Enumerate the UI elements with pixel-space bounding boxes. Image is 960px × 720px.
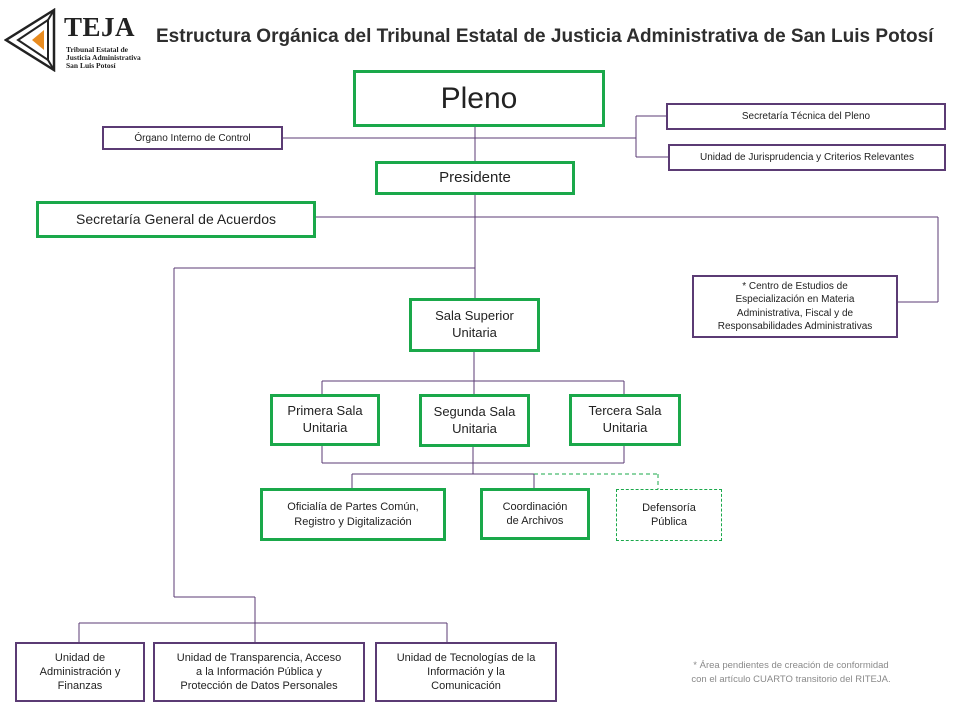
node-secretaria-general: Secretaría General de Acuerdos — [36, 201, 316, 238]
footnote: * Área pendientes de creación de conform… — [691, 660, 891, 685]
node-organo-interno: Órgano Interno de Control — [102, 126, 283, 150]
node-primera-sala: Primera Sala Unitaria — [270, 394, 380, 446]
node-sala-superior: Sala Superior Unitaria — [409, 298, 540, 352]
logo-subtitle: Tribunal Estatal de Justicia Administrat… — [66, 45, 141, 70]
node-defensoria: Defensoría Pública — [616, 489, 722, 541]
node-transparencia: Unidad de Transparencia, Acceso a la Inf… — [153, 642, 365, 702]
node-pleno: Pleno — [353, 70, 605, 127]
node-oficialia: Oficialía de Partes Común, Registro y Di… — [260, 488, 446, 541]
node-secretaria-tecnica: Secretaría Técnica del Pleno — [666, 103, 946, 130]
node-administracion: Unidad de Administración y Finanzas — [15, 642, 145, 702]
node-presidente: Presidente — [375, 161, 575, 195]
logo-emblem-icon — [3, 7, 56, 73]
node-jurisprudencia: Unidad de Jurisprudencia y Criterios Rel… — [668, 144, 946, 171]
node-coordinacion-archivos: Coordinación de Archivos — [480, 488, 590, 540]
teja-logo: TEJA Tribunal Estatal de Justicia Admini… — [3, 7, 144, 73]
node-segunda-sala: Segunda Sala Unitaria — [419, 394, 530, 447]
logo-acronym: TEJA — [64, 12, 136, 42]
node-tercera-sala: Tercera Sala Unitaria — [569, 394, 681, 446]
page-title: Estructura Orgánica del Tribunal Estatal… — [156, 26, 934, 47]
node-centro-estudios: * Centro de Estudios de Especialización … — [692, 275, 898, 338]
node-tecnologias: Unidad de Tecnologías de la Información … — [375, 642, 557, 702]
